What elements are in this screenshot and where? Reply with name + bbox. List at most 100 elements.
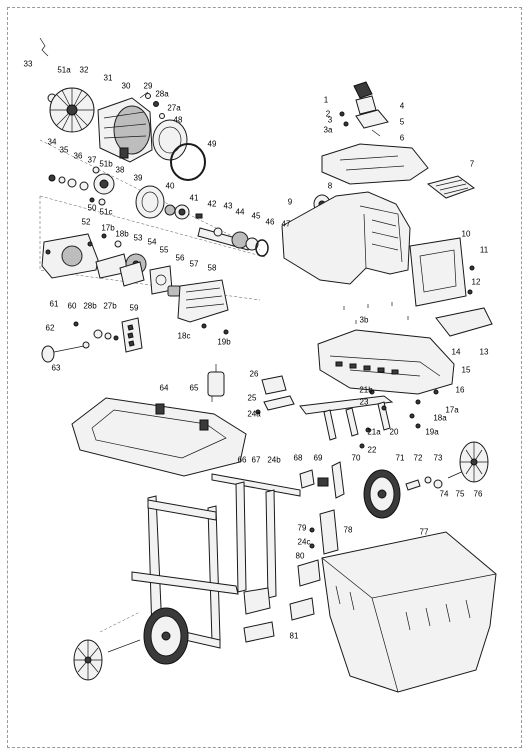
part-27a-washer (159, 113, 165, 119)
part-20-21-bracket (299, 395, 394, 441)
part-19a-screw (415, 423, 421, 429)
callout-78: 78 (343, 525, 353, 535)
callout-31: 31 (103, 73, 113, 83)
part-11-screw (469, 265, 475, 271)
part-60-washer (93, 329, 103, 339)
part-45-gear (231, 231, 249, 249)
part-24a-screw (255, 409, 261, 415)
part-wheel-axle (107, 639, 141, 653)
callout-67: 67 (251, 455, 261, 465)
part-65-capacitor (207, 364, 225, 402)
callout-7: 7 (469, 159, 475, 169)
callout-6: 6 (399, 133, 405, 143)
callout-80: 80 (295, 551, 305, 561)
callout-21a: 21a (367, 427, 381, 437)
part-18a-screw (409, 413, 415, 419)
part-81-foot (243, 587, 315, 643)
part-48-cover (152, 119, 188, 161)
part-26-switch-box (261, 375, 287, 395)
part-34-nut (48, 174, 56, 182)
callout-36: 36 (73, 151, 83, 161)
callout-62: 62 (45, 323, 55, 333)
callout-23: 23 (359, 397, 369, 407)
part-13-trim (435, 307, 493, 337)
part-38-hub (93, 173, 115, 195)
callout-25: 25 (247, 393, 257, 403)
part-7-vent-grill (426, 175, 476, 199)
part-58-gearbox-cover (177, 279, 229, 323)
part-3b-screws (343, 302, 409, 324)
callout-3: 3 (327, 115, 333, 125)
callout-1: 1 (323, 95, 329, 105)
callout-58: 58 (207, 263, 217, 273)
part-9-hopper-housing (281, 191, 411, 285)
part-28a-nut (153, 101, 159, 107)
callout-49: 49 (207, 139, 217, 149)
callout-45: 45 (251, 211, 261, 221)
callout-17b: 17b (101, 223, 115, 233)
part-3-screw (339, 111, 345, 117)
callout-24c: 24c (297, 537, 311, 547)
callout-33: 33 (23, 59, 33, 69)
part-31-motor (97, 97, 153, 163)
callout-51a: 51a (57, 65, 71, 75)
callout-74: 74 (439, 489, 449, 499)
callout-60: 60 (67, 301, 77, 311)
callout-16: 16 (455, 385, 465, 395)
callout-75: 75 (455, 489, 465, 499)
part-3a-screw (343, 121, 349, 127)
callout-19a: 19a (425, 427, 439, 437)
callout-73: 73 (433, 453, 443, 463)
callout-24b: 24b (267, 455, 281, 465)
part-55-plate (119, 261, 145, 287)
part-21a-screw (365, 427, 371, 433)
callout-61: 61 (49, 299, 59, 309)
callout-12: 12 (471, 277, 481, 287)
callout-21b: 21b (359, 385, 373, 395)
part-17a-screw (415, 399, 421, 405)
callout-28b: 28b (83, 301, 97, 311)
callout-55: 55 (159, 245, 169, 255)
part-46-ring (245, 237, 259, 251)
part-66-67-cart-frame (131, 473, 301, 649)
part-32-fan (49, 87, 95, 133)
part-24c-screw (309, 543, 315, 549)
part-28b-nut (104, 332, 112, 340)
callout-19b: 19b (217, 337, 231, 347)
callout-13: 13 (479, 347, 489, 357)
callout-3a: 3a (323, 125, 333, 135)
part-62-63-knob (41, 341, 90, 363)
callout-51b: 51b (99, 159, 113, 169)
callout-76: 76 (473, 489, 483, 499)
callout-18a: 18a (433, 413, 447, 423)
part-76-wheel (459, 441, 489, 483)
part-wheel-hub (73, 639, 103, 681)
callout-52: 52 (81, 217, 91, 227)
part-2-switch-base (355, 95, 377, 115)
callout-18c: 18c (177, 331, 191, 341)
callout-56: 56 (175, 253, 185, 263)
part-78-mount-plate (319, 509, 339, 555)
callout-17a: 17a (445, 405, 459, 415)
callout-28a: 28a (155, 89, 169, 99)
callout-38: 38 (115, 165, 125, 175)
callout-59: 59 (129, 303, 139, 313)
callout-54: 54 (147, 237, 157, 247)
part-59-switch (121, 317, 143, 353)
callout-43: 43 (223, 201, 233, 211)
part-64-tray (71, 397, 247, 477)
callout-64: 64 (159, 383, 169, 393)
part-29-washer (145, 93, 151, 99)
part-44-washer (213, 227, 223, 237)
callout-46: 46 (265, 217, 275, 227)
part-50-screw (89, 197, 95, 203)
callout-79: 79 (297, 523, 307, 533)
callout-42: 42 (207, 199, 217, 209)
callout-70: 70 (351, 453, 361, 463)
callout-51c: 51c (99, 207, 113, 217)
callout-68: 68 (293, 453, 303, 463)
callout-4: 4 (399, 101, 405, 111)
part-25-plate (263, 395, 295, 411)
